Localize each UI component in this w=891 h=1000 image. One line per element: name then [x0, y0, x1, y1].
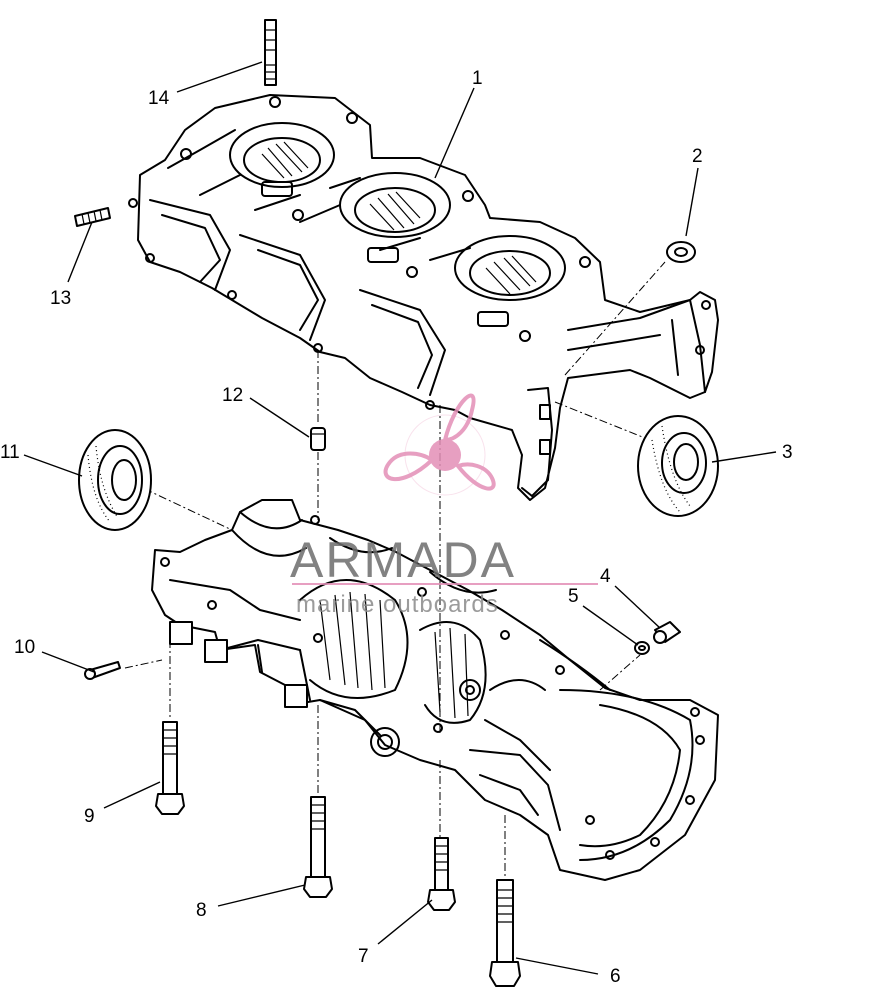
- callout-7: 7: [358, 946, 369, 967]
- bolt-6: [489, 879, 521, 987]
- armada-watermark: ARMADA marine outboards: [290, 393, 598, 618]
- oil-seal-11: [78, 429, 152, 531]
- plug-4: [653, 621, 681, 644]
- callout-5: 5: [568, 586, 579, 607]
- bolt-8: [303, 796, 333, 898]
- callout-8: 8: [196, 900, 207, 921]
- callout-1: 1: [472, 68, 483, 89]
- stud-14: [264, 19, 277, 86]
- callout-4: 4: [600, 566, 611, 587]
- callout-13: 13: [50, 288, 71, 309]
- stud-13: [74, 207, 111, 227]
- washer-5: [634, 641, 650, 655]
- dowel-pin-12: [310, 427, 326, 451]
- propeller-logo-icon: [383, 393, 496, 496]
- callout-3: 3: [782, 442, 793, 463]
- crankcase-lower-half: [151, 499, 719, 881]
- callout-11: 11: [0, 442, 20, 463]
- cylinder-block: [128, 94, 719, 501]
- callout-10: 10: [14, 637, 35, 658]
- watermark-title: ARMADA: [290, 532, 516, 588]
- callout-14: 14: [148, 88, 170, 109]
- callout-2: 2: [692, 146, 703, 167]
- leader-lines: [23, 61, 777, 975]
- callout-labels: 1 2 3 4 5 6 7 8 9 10 11 12 13 14: [0, 68, 793, 987]
- watermark-subtitle: marine outboards: [296, 591, 499, 618]
- oil-seal-3: [637, 415, 719, 517]
- washer-2: [666, 241, 696, 263]
- bolt-7: [427, 837, 456, 911]
- callout-12: 12: [222, 385, 243, 406]
- callout-6: 6: [610, 966, 621, 987]
- callout-9: 9: [84, 806, 95, 827]
- bolt-9: [155, 721, 185, 815]
